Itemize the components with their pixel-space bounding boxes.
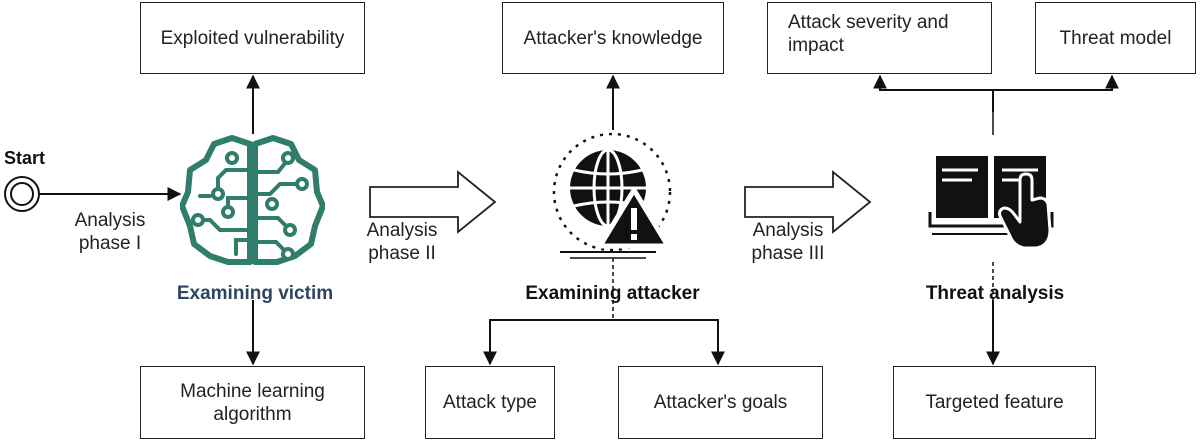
globe-warning-icon: [552, 132, 672, 259]
threat-model-box: Threat model: [1035, 2, 1196, 74]
phase3-line1: Analysis: [752, 220, 824, 241]
exploited-vulnerability-text: Exploited vulnerability: [160, 27, 345, 49]
attack-type-text: Attack type: [443, 392, 537, 413]
threat-analysis-title: Threat analysis: [925, 283, 1065, 304]
attack-severity-line1: Attack severity and: [788, 12, 949, 33]
attack-severity-line2: impact: [788, 35, 844, 56]
phase2-line2: phase II: [368, 243, 436, 264]
phase1-line2: phase I: [78, 233, 142, 254]
ml-algorithm-line2: algorithm: [213, 403, 292, 425]
attackers-knowledge-text: Attacker's knowledge: [523, 27, 703, 49]
exploited-vulnerability-box: Exploited vulnerability: [140, 2, 365, 74]
phase2-label: Analysis phase II: [352, 219, 452, 265]
phase2-hollow-arrow: [369, 170, 497, 234]
ml-algorithm-box: Machine learning algorithm: [140, 366, 365, 439]
book-hand-icon: [928, 156, 1054, 250]
phase1-label: Analysis phase I: [60, 209, 160, 255]
attack-severity-box: Attack severity and impact: [767, 2, 992, 74]
start-label: Start: [4, 148, 46, 168]
phase2-line1: Analysis: [366, 220, 438, 241]
phase3-label: Analysis phase III: [738, 219, 838, 265]
examining-victim-title: Examining victim: [176, 283, 334, 304]
brain-circuit-icon: [180, 135, 325, 265]
phase3-hollow-arrow: [744, 170, 872, 234]
attackers-goals-text: Attacker's goals: [653, 392, 788, 413]
targeted-feature-box: Targeted feature: [893, 366, 1096, 439]
targeted-feature-text: Targeted feature: [925, 392, 1064, 413]
phase3-line2: phase III: [751, 243, 825, 264]
attackers-goals-box: Attacker's goals: [618, 366, 823, 439]
phase1-line1: Analysis: [74, 210, 146, 231]
attackers-knowledge-box: Attacker's knowledge: [502, 2, 724, 74]
threat-model-text: Threat model: [1059, 27, 1172, 49]
attacker-branch: [483, 319, 725, 366]
ml-algorithm-line1: Machine learning: [180, 380, 325, 402]
attack-type-box: Attack type: [425, 366, 555, 439]
threat-top-branch: [873, 74, 1119, 91]
examining-attacker-title: Examining attacker: [525, 283, 700, 304]
start-node: [4, 176, 40, 212]
